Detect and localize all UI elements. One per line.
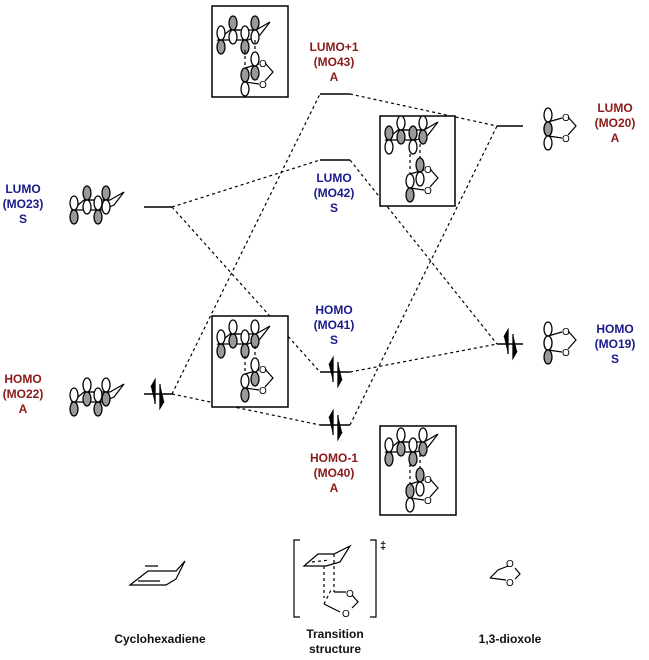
ts-homo-label: HOMO(MO41)S bbox=[313, 303, 355, 347]
ts-lumo1-orbital-box: OO bbox=[211, 5, 289, 98]
ts-homo1-label: HOMO-1(MO40)A bbox=[310, 451, 358, 495]
svg-text:O: O bbox=[424, 165, 432, 176]
caption-cyclohexadiene: Cyclohexadiene bbox=[114, 632, 206, 646]
left-lumo-label: LUMO(MO23)S bbox=[2, 182, 44, 226]
svg-text:O: O bbox=[562, 348, 570, 359]
ts-homo-orbital-box: OO bbox=[211, 315, 289, 408]
ts-lumo-label: LUMO(MO42)S bbox=[313, 171, 355, 215]
dioxole-homo-orbital: OO bbox=[543, 321, 577, 365]
transition-structure: ‡ OO bbox=[293, 539, 386, 620]
correlation-lines bbox=[171, 93, 498, 426]
ts-lumo-orbital-box: OO bbox=[379, 115, 456, 207]
svg-text:O: O bbox=[424, 475, 432, 486]
svg-text:O: O bbox=[259, 386, 267, 397]
cyclohexadiene-homo-orbital bbox=[69, 377, 125, 417]
ts-lumo1-label: LUMO+1(MO43)A bbox=[309, 40, 359, 84]
svg-text:O: O bbox=[342, 609, 350, 620]
svg-text:O: O bbox=[259, 80, 267, 91]
ts-homo1-orbital-box: OO bbox=[379, 425, 457, 516]
svg-text:O: O bbox=[506, 578, 514, 589]
cyclohexadiene-lumo-orbital bbox=[69, 185, 125, 225]
electron-pair-icon bbox=[150, 327, 518, 442]
svg-text:O: O bbox=[346, 589, 354, 600]
right-lumo-label: LUMO(MO20)A bbox=[594, 101, 636, 145]
cyclohexadiene-structure bbox=[128, 560, 186, 586]
svg-text:O: O bbox=[259, 59, 267, 70]
svg-text:O: O bbox=[506, 559, 514, 570]
svg-text:O: O bbox=[562, 134, 570, 145]
svg-text:O: O bbox=[424, 186, 432, 197]
svg-text:O: O bbox=[259, 365, 267, 376]
svg-text:O: O bbox=[562, 113, 570, 124]
svg-text:O: O bbox=[562, 327, 570, 338]
dioxole-structure: OO bbox=[489, 559, 521, 589]
right-homo-label: HOMO(MO19)S bbox=[594, 322, 636, 366]
svg-text:O: O bbox=[424, 496, 432, 507]
svg-text:‡: ‡ bbox=[380, 540, 386, 552]
left-homo-label: HOMO(MO22)A bbox=[2, 372, 44, 416]
caption-dioxole: 1,3-dioxole bbox=[478, 632, 542, 646]
dioxole-lumo-orbital: OO bbox=[543, 107, 577, 151]
